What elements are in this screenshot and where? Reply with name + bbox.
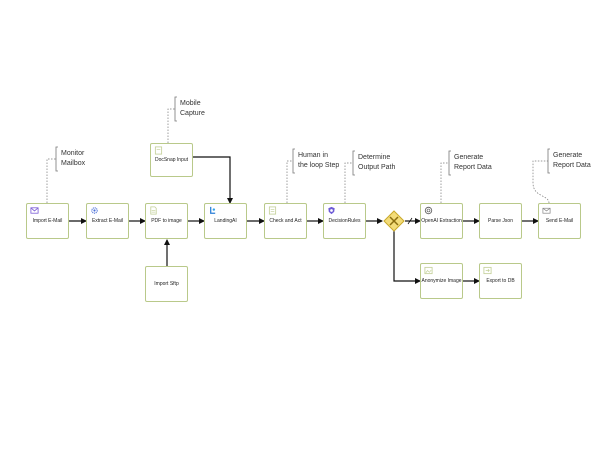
task-landingai[interactable]: LandingAI (204, 203, 247, 239)
annotation-line: Monitor (61, 150, 85, 157)
annotation-line: Generate (553, 152, 583, 159)
assoc-human-loop (286, 160, 293, 203)
task-parse-json[interactable]: Parse Json (479, 203, 522, 239)
task-label: PDF to image (151, 218, 182, 224)
annotation-generate-report-2: Generate Report Data (553, 151, 591, 171)
annotation-line: Determine (358, 154, 391, 161)
shield-icon (328, 206, 335, 215)
task-label: Import Sftp (154, 281, 179, 287)
bracket-human-loop (292, 148, 295, 174)
document-icon (150, 206, 157, 215)
bracket-generate-report-1 (448, 150, 451, 176)
assoc-generate-report-2 (532, 160, 550, 204)
task-label: LandingAI (214, 218, 237, 224)
task-label: Export to DB (486, 278, 515, 284)
document-icon (154, 146, 163, 155)
email-icon (30, 207, 39, 214)
exclusive-gateway[interactable] (383, 210, 405, 232)
annotation-line: the loop Step (298, 162, 340, 169)
task-openai-extraction[interactable]: OpenAI Extraction (420, 203, 463, 239)
task-label: Anonymize Image (421, 278, 462, 284)
annotation-line: Capture (180, 110, 205, 117)
bracket-determine-output (352, 150, 355, 176)
annotation-line: Human in (298, 152, 328, 159)
task-label: DocSnap Input (154, 157, 189, 163)
gear-icon (91, 207, 98, 214)
annotation-generate-report-1: Generate Report Data (454, 153, 492, 173)
task-decision-rules[interactable]: DecisionRules (323, 203, 366, 239)
task-label: DecisionRules (328, 218, 361, 224)
task-export-to-db[interactable]: Export to DB (479, 263, 522, 299)
annotation-human-loop: Human in the loop Step (298, 151, 339, 171)
annotation-determine-output: Determine Output Path (358, 153, 395, 173)
task-extract-email[interactable]: Extract E-Mail (86, 203, 129, 239)
bracket-monitor-mailbox (55, 146, 58, 172)
task-pdf-to-image[interactable]: PDF to image (145, 203, 188, 239)
task-docsnap-input[interactable]: DocSnap Input (150, 143, 193, 177)
annotation-line: Output Path (358, 164, 396, 171)
task-label: Extract E-Mail (91, 218, 124, 224)
annotation-line: Report Data (553, 162, 591, 169)
ai-logo-icon (210, 206, 216, 214)
task-import-sftp[interactable]: Import Sftp (145, 266, 188, 302)
assoc-determine-output (344, 162, 353, 203)
checklist-icon (268, 206, 277, 215)
annotation-line: Mobile (180, 100, 201, 107)
annotation-mobile-capture: Mobile Capture (180, 99, 205, 119)
task-label: OpenAI Extraction (421, 218, 462, 224)
openai-icon (424, 206, 433, 215)
annotation-line: Report Data (454, 164, 492, 171)
default-flow-marker (407, 217, 413, 225)
task-send-email[interactable]: Send E-Mail (538, 203, 581, 239)
task-label: Import E-Mail (32, 218, 63, 224)
annotation-line: Generate (454, 154, 484, 161)
task-anonymize-image[interactable]: Anonymize Image (420, 263, 463, 299)
image-icon (424, 266, 433, 275)
assoc-mobile-capture (167, 108, 175, 143)
export-icon (483, 266, 492, 275)
mail-icon (542, 207, 551, 214)
task-label: Check and Act (269, 218, 302, 224)
task-label: Send E-Mail (545, 218, 574, 224)
assoc-monitor-mailbox (46, 158, 56, 203)
flow-gateway-to-anonymize (393, 231, 421, 284)
assoc-generate-report-1 (440, 162, 449, 203)
annotation-line: Mailbox (61, 160, 86, 167)
bracket-mobile-capture (174, 96, 177, 122)
task-import-email[interactable]: Import E-Mail (26, 203, 69, 239)
task-label: Parse Json (487, 218, 513, 224)
annotation-monitor-mailbox: Monitor Mailbox (61, 149, 85, 169)
bracket-generate-report-2 (547, 148, 550, 174)
flow-docsnap-to-landingai (193, 156, 233, 204)
task-check-and-act[interactable]: Check and Act (264, 203, 307, 239)
